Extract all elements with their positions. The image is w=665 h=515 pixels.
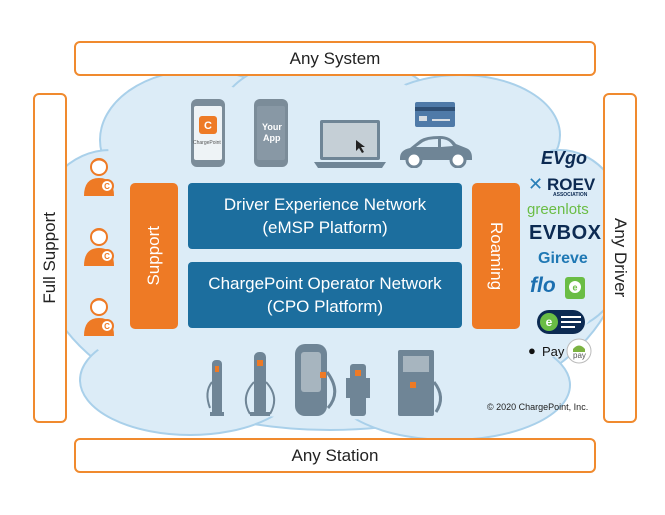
svg-text:C: C	[104, 322, 110, 331]
full-support-label: Full Support	[40, 212, 59, 304]
roaming-label: Roaming	[487, 221, 506, 291]
svg-text:C: C	[104, 252, 110, 261]
support-agent-icon: C	[84, 228, 114, 266]
any-driver-frame: Any Driver	[603, 93, 637, 423]
android-pay-icon	[566, 338, 592, 364]
e-charging-icon: e	[565, 277, 585, 299]
laptop-icon	[314, 120, 386, 168]
apple-pay-logo: Pay	[542, 344, 565, 359]
any-station-label: Any Station	[291, 445, 379, 465]
chargepoint-phone-icon: C	[191, 99, 225, 167]
any-system-frame: Any System	[74, 41, 596, 76]
roaming-bar: Roaming	[472, 183, 520, 329]
e-network-icon: e	[537, 310, 585, 334]
flo-logo: flo	[530, 274, 556, 297]
apple-icon: ●	[528, 343, 536, 358]
svg-text:e: e	[572, 283, 577, 293]
car-icon	[400, 136, 472, 168]
your-app-label-1: Your	[262, 122, 282, 132]
your-app-label-2: App	[263, 133, 281, 143]
operator-network-subtitle: (CPO Platform)	[266, 297, 384, 316]
your-app-phone-icon	[254, 99, 288, 167]
any-station-frame: Any Station	[74, 438, 596, 473]
support-bar: Support	[130, 183, 178, 329]
credit-card-icon	[415, 102, 455, 127]
operator-network-box: ChargePoint Operator Network (CPO Platfo…	[188, 262, 462, 328]
copyright-text: © 2020 ChargePoint, Inc.	[487, 402, 589, 412]
driver-experience-network-box: Driver Experience Network (eMSP Platform…	[188, 183, 462, 249]
support-agent-icon: C	[84, 298, 114, 336]
greenlots-logo: greenlots	[527, 201, 589, 218]
phone-app-label: ChargePoint	[193, 140, 221, 146]
roev-icon: ✕	[528, 174, 544, 194]
svg-text:C: C	[104, 182, 110, 191]
evgo-logo: EVgo	[541, 148, 588, 168]
support-label: Support	[144, 226, 163, 286]
any-driver-label: Any Driver	[611, 218, 630, 298]
roev-sub-label: ASSOCIATION	[553, 192, 588, 198]
full-support-frame: Full Support	[33, 93, 67, 423]
roev-logo: ROEV	[547, 175, 596, 194]
svg-text:e: e	[546, 315, 553, 329]
evbox-logo: EVBOX	[529, 222, 602, 244]
support-agent-icon: C	[84, 158, 114, 196]
driver-network-title: Driver Experience Network	[223, 195, 427, 214]
android-pay-label: pay	[573, 351, 586, 360]
charging-stations-icon	[206, 344, 442, 416]
operator-network-title: ChargePoint Operator Network	[208, 274, 442, 293]
svg-text:C: C	[204, 120, 212, 132]
gireve-logo: Gireve	[538, 250, 588, 267]
driver-network-subtitle: (eMSP Platform)	[262, 218, 388, 237]
any-system-label: Any System	[289, 48, 381, 68]
